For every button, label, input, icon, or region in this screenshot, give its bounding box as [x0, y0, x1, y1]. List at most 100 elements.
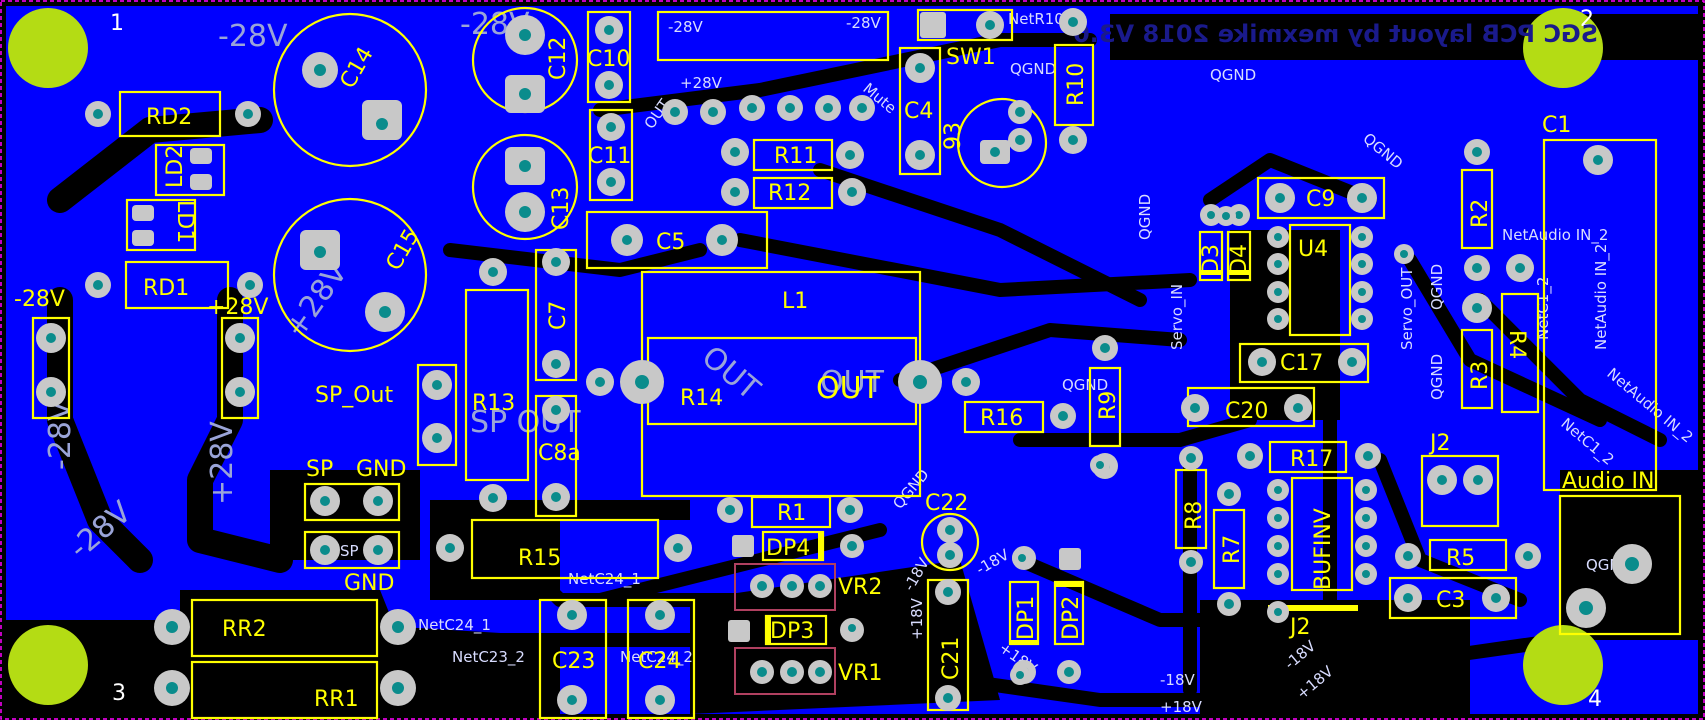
out-label: OUT: [816, 371, 881, 406]
d3-label: D3: [1199, 244, 1224, 275]
r4-component: R4: [1500, 254, 1540, 414]
sw1-component: SW1: [916, 8, 1087, 70]
net-qgnd-2: QGND: [1010, 60, 1056, 78]
ld1-component: LD1: [125, 198, 197, 252]
r1-label: R1: [777, 501, 806, 526]
audio-in-label: Audio IN: [1562, 469, 1654, 494]
c9-component: C9: [1256, 176, 1386, 220]
r16-component: R16: [963, 400, 1076, 434]
net-label-out-big: OUT: [820, 365, 885, 400]
ld1-label: LD1: [172, 200, 197, 243]
top-header-neg28: -28V: [668, 18, 703, 36]
net-netc23-2: NetC23_2: [452, 648, 525, 667]
r9-label: R9: [1096, 391, 1121, 420]
audio-in-connector: Audio IN: [1558, 469, 1682, 636]
r12-component: R12: [721, 176, 866, 210]
mount-hole-2: [1523, 8, 1603, 88]
sp-label: SP: [306, 457, 333, 482]
c15-component: C15: [272, 197, 428, 353]
r17-component: R17: [1237, 440, 1381, 474]
c9-label: C9: [1306, 187, 1335, 212]
net-label-neg28-top: -28V: [218, 19, 288, 54]
c3-component: C3: [1388, 576, 1518, 620]
c4-component: C4: [898, 46, 942, 176]
c10-label: C10: [587, 47, 630, 72]
net-qgnd-4: QGND: [1136, 194, 1154, 240]
c8a-component: C8a: [534, 394, 581, 518]
c10-component: C10: [586, 10, 632, 104]
c13-component: C13: [471, 133, 579, 241]
rd1-component: RD1: [85, 260, 263, 310]
c22-label: C22: [925, 491, 968, 516]
pin-row-top: [662, 95, 875, 125]
r8-component: R8: [1174, 446, 1208, 574]
net-qgnd-1: QGND: [1210, 66, 1256, 84]
mount-label-3: 3: [112, 681, 126, 706]
u4-component: U4: [1267, 223, 1373, 337]
c4-label: C4: [904, 99, 933, 124]
r3-label: R3: [1468, 361, 1493, 390]
neg28-connector-label: -28V: [14, 287, 65, 312]
r8-label: R8: [1182, 501, 1207, 530]
sp-small-label: SP: [340, 542, 359, 560]
r11-label: R11: [774, 144, 817, 169]
rr1-label: RR1: [314, 687, 359, 712]
gnd-label: GND: [356, 457, 406, 482]
c8a-label: C8a: [538, 441, 581, 466]
l1-label: L1: [782, 289, 808, 314]
net-servo-out: Servo_OUT: [1398, 267, 1417, 350]
c3-label: C3: [1436, 588, 1465, 613]
c7-component: C7: [534, 248, 578, 382]
sp-out-connector: SP_Out: [315, 363, 458, 467]
r5-component: R5: [1395, 538, 1541, 572]
r7-label: R7: [1220, 535, 1245, 564]
net-pos18-a: +18V: [1160, 698, 1203, 716]
rd2-component: RD2: [85, 90, 261, 138]
q6-component: 93: [941, 97, 1048, 189]
c22-component: C22: [920, 491, 980, 572]
r1-component: R1: [717, 495, 863, 529]
vr2-label: VR2: [838, 575, 882, 600]
mount-label-4: 4: [1588, 687, 1602, 712]
r7-component: R7: [1212, 482, 1246, 616]
net-label-neg28-left: -28V: [43, 400, 78, 470]
net-qgnd-6: QGND: [1428, 264, 1446, 310]
top-header-neg28-b: -28V: [846, 14, 881, 32]
j2-header-label: J2: [1428, 431, 1451, 456]
net-servo-in: Servo_IN: [1168, 284, 1187, 350]
sw1-label: SW1: [946, 45, 996, 70]
r11-component: R11: [721, 138, 864, 172]
r17-label: R17: [1290, 447, 1333, 472]
net-pos28-a: +28V: [680, 74, 723, 92]
c23-label: C23: [552, 649, 595, 674]
rd1-label: RD1: [143, 276, 189, 301]
c11-label: C11: [588, 144, 631, 169]
r3-component: R3: [1460, 293, 1494, 410]
q6-label: 93: [941, 122, 966, 150]
j2-component: J2: [1267, 601, 1358, 640]
c23-component: C23: [538, 598, 608, 720]
c11-component: C11: [588, 108, 634, 202]
mount-label-1: 1: [110, 11, 124, 36]
mounting-holes: 1 2 3 4: [8, 7, 1603, 712]
r13-component: R13: [464, 258, 530, 512]
mount-hole-3: [8, 625, 88, 705]
bufinv-label: BUFINV: [1311, 508, 1336, 590]
net-qgn: QGN: [1586, 556, 1621, 574]
net-qgnd-3: QGND: [1062, 376, 1108, 394]
rr2-component: RR2: [154, 598, 416, 658]
gnd2-label: GND: [344, 571, 394, 596]
rr1-component: RR1: [154, 660, 416, 720]
dp1-label: DP1: [1014, 596, 1039, 640]
top-header-component: -28V -28V: [656, 10, 890, 62]
rr2-label: RR2: [222, 617, 267, 642]
vr1-label: VR1: [838, 661, 882, 686]
c17-component: C17: [1238, 342, 1370, 384]
net-netr10: NetR10_: [1008, 10, 1072, 29]
c1-label: C1: [1542, 113, 1571, 138]
net-pos18-b: +18V: [908, 597, 926, 640]
pos28-connector: +28V: [207, 295, 268, 420]
r15-component: R15: [436, 518, 692, 580]
r15-label: R15: [518, 546, 561, 571]
